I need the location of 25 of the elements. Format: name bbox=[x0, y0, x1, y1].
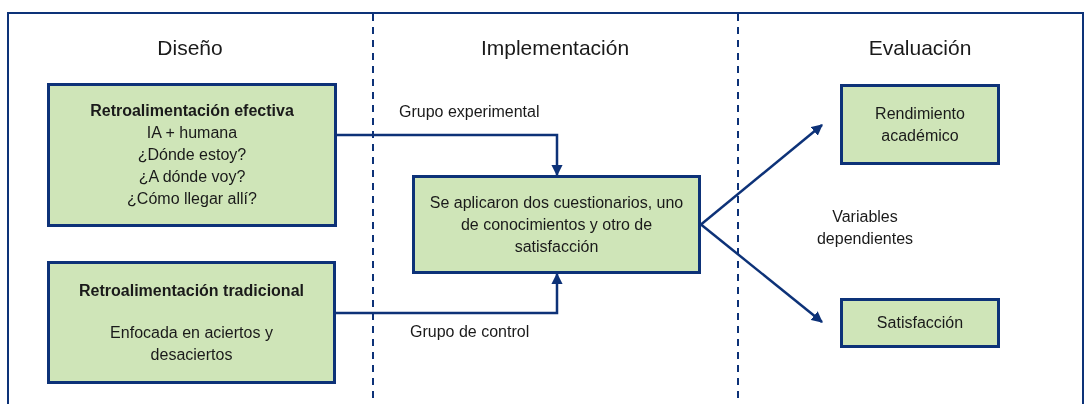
column-heading: Evaluación bbox=[867, 37, 973, 59]
box-text: IA + humana bbox=[146, 123, 238, 143]
box-heading: Retroalimentación efectiva bbox=[90, 101, 294, 121]
edge-label: Grupo de control bbox=[410, 322, 530, 342]
column-heading: Diseño bbox=[156, 37, 224, 59]
box-text: ¿Dónde estoy? bbox=[137, 145, 247, 165]
annotation-text: Variables dependientes bbox=[815, 207, 915, 249]
column-heading: Implementación bbox=[479, 37, 631, 59]
process-box bbox=[412, 175, 701, 274]
arrow bbox=[700, 223, 823, 323]
box-heading: Retroalimentación tradicional bbox=[79, 280, 304, 301]
edge-label: Grupo experimental bbox=[399, 102, 540, 122]
box-text: Se aplicaron dos cuestionarios, uno de conocimientos y otro de satisfacción bbox=[428, 192, 685, 257]
process-box bbox=[47, 261, 336, 384]
box-text: Enfocada en aciertos y desaciertos bbox=[109, 322, 274, 365]
box-text: Satisfacción bbox=[876, 313, 964, 333]
box-text: Rendimiento académico bbox=[874, 103, 966, 146]
arrow bbox=[700, 124, 823, 226]
process-box bbox=[840, 298, 1000, 348]
arrow bbox=[336, 272, 563, 315]
arrow bbox=[337, 133, 563, 177]
box-text: ¿Cómo llegar allí? bbox=[127, 189, 257, 209]
box-text: ¿A dónde voy? bbox=[138, 167, 246, 187]
process-box bbox=[47, 83, 337, 227]
process-box bbox=[840, 84, 1000, 165]
